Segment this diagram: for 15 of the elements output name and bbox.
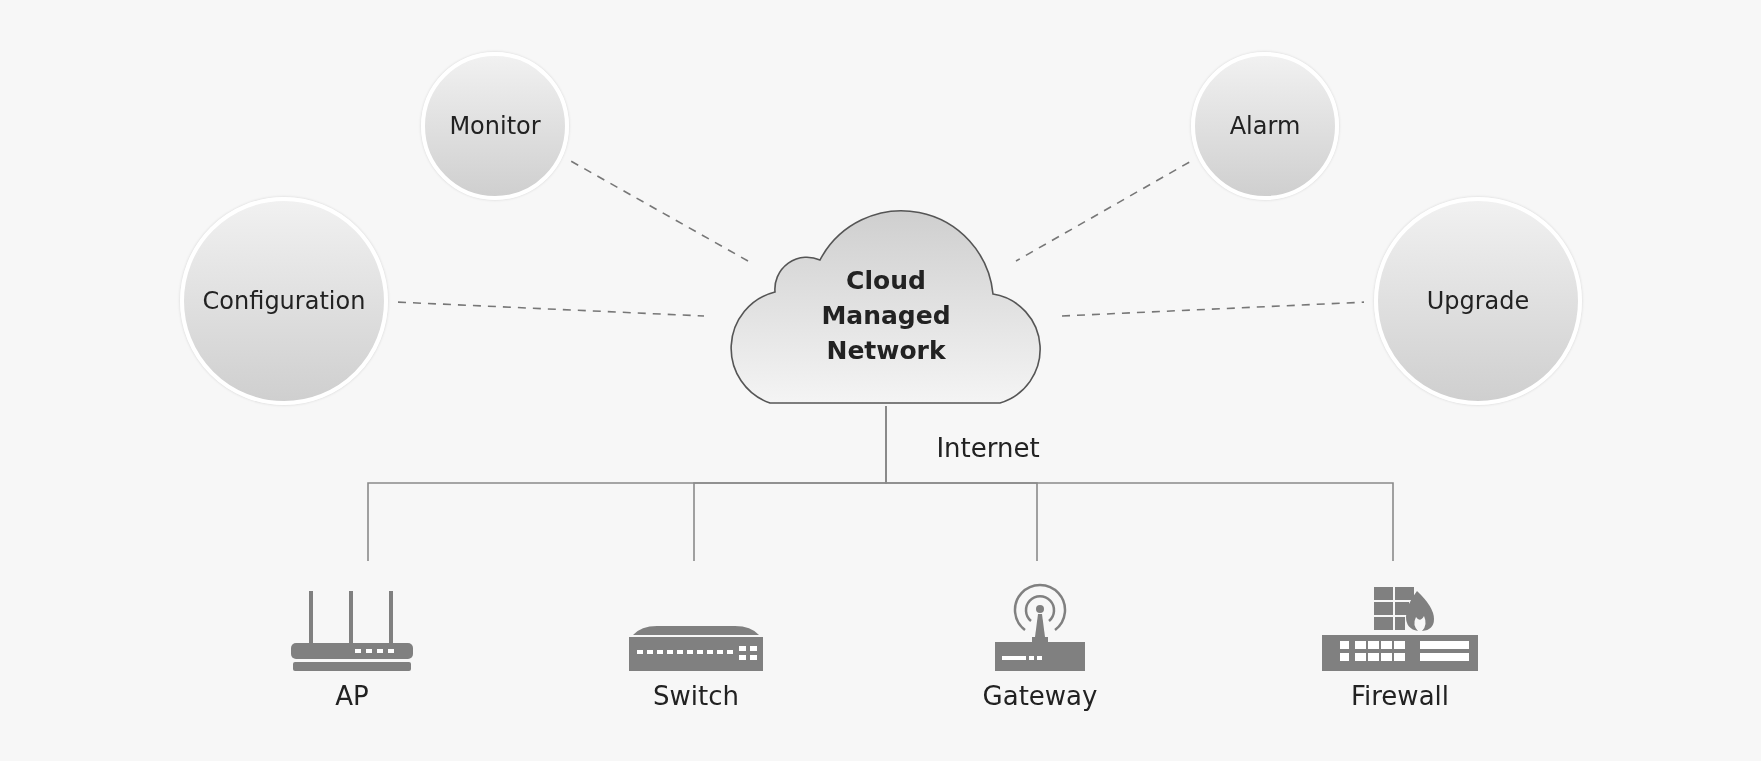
connection-label: Internet bbox=[936, 433, 1040, 463]
dashed-connector bbox=[1015, 161, 1190, 262]
connector-line bbox=[885, 405, 1394, 562]
dashed-connector bbox=[570, 160, 749, 262]
dashed-connector bbox=[1061, 301, 1365, 317]
cloud-label: Cloud Managed Network bbox=[820, 265, 952, 367]
device-label: Switch bbox=[653, 681, 739, 711]
circle-label: Upgrade bbox=[1426, 287, 1530, 315]
device-label: Firewall bbox=[1350, 681, 1449, 711]
dashed-connector bbox=[397, 301, 705, 317]
device-label: AP bbox=[335, 681, 369, 711]
circle-label: Alarm bbox=[1229, 112, 1301, 140]
device-label: Gateway bbox=[982, 681, 1098, 711]
circle-label: Monitor bbox=[449, 112, 541, 140]
circle-label: Configuration bbox=[202, 287, 366, 315]
